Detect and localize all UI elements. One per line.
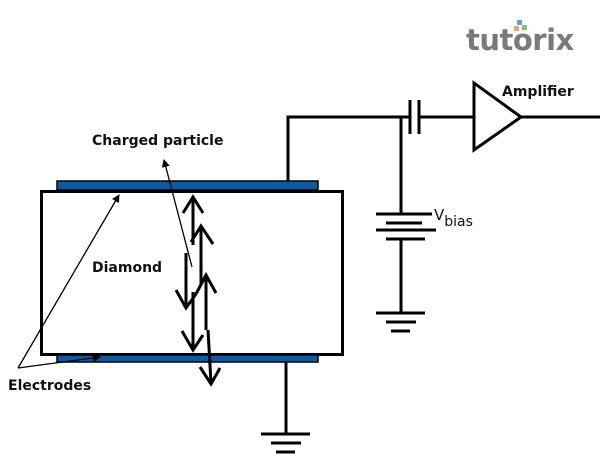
amplifier-symbol: [472, 80, 524, 153]
vbias-subscript: bias: [444, 214, 473, 230]
logo-dot-blue: [517, 20, 522, 25]
tutorix-logo: tutorix: [466, 20, 586, 60]
logo-dot-green: [522, 25, 527, 30]
ground-symbol-detector: [261, 432, 310, 454]
vbias-main: V: [434, 206, 445, 224]
electrode-pointer-bottom: [17, 353, 101, 369]
diamond-label: Diamond: [92, 260, 163, 276]
electrode-pointer-top: [17, 194, 120, 369]
vbias-label: Vbias: [434, 206, 473, 230]
signal-wire: [286, 115, 410, 181]
drift-arrow-5: [180, 292, 205, 353]
drift-arrow-4: [194, 271, 218, 330]
charged-particle-label: Charged particle: [92, 133, 224, 149]
drift-arrow-2: [189, 223, 215, 285]
ground-symbol-bias: [376, 311, 425, 333]
electrodes-label: Electrodes: [8, 378, 92, 394]
amplifier-label: Amplifier: [502, 84, 574, 100]
drift-arrows: [174, 194, 222, 387]
top-electrode: [56, 180, 319, 191]
bottom-electrode: [56, 354, 319, 363]
drift-arrow-6: [198, 329, 222, 387]
logo-dot-orange: [514, 26, 519, 31]
logo-text: tutorix: [466, 23, 574, 57]
charged-particle-pointer: [161, 159, 193, 268]
